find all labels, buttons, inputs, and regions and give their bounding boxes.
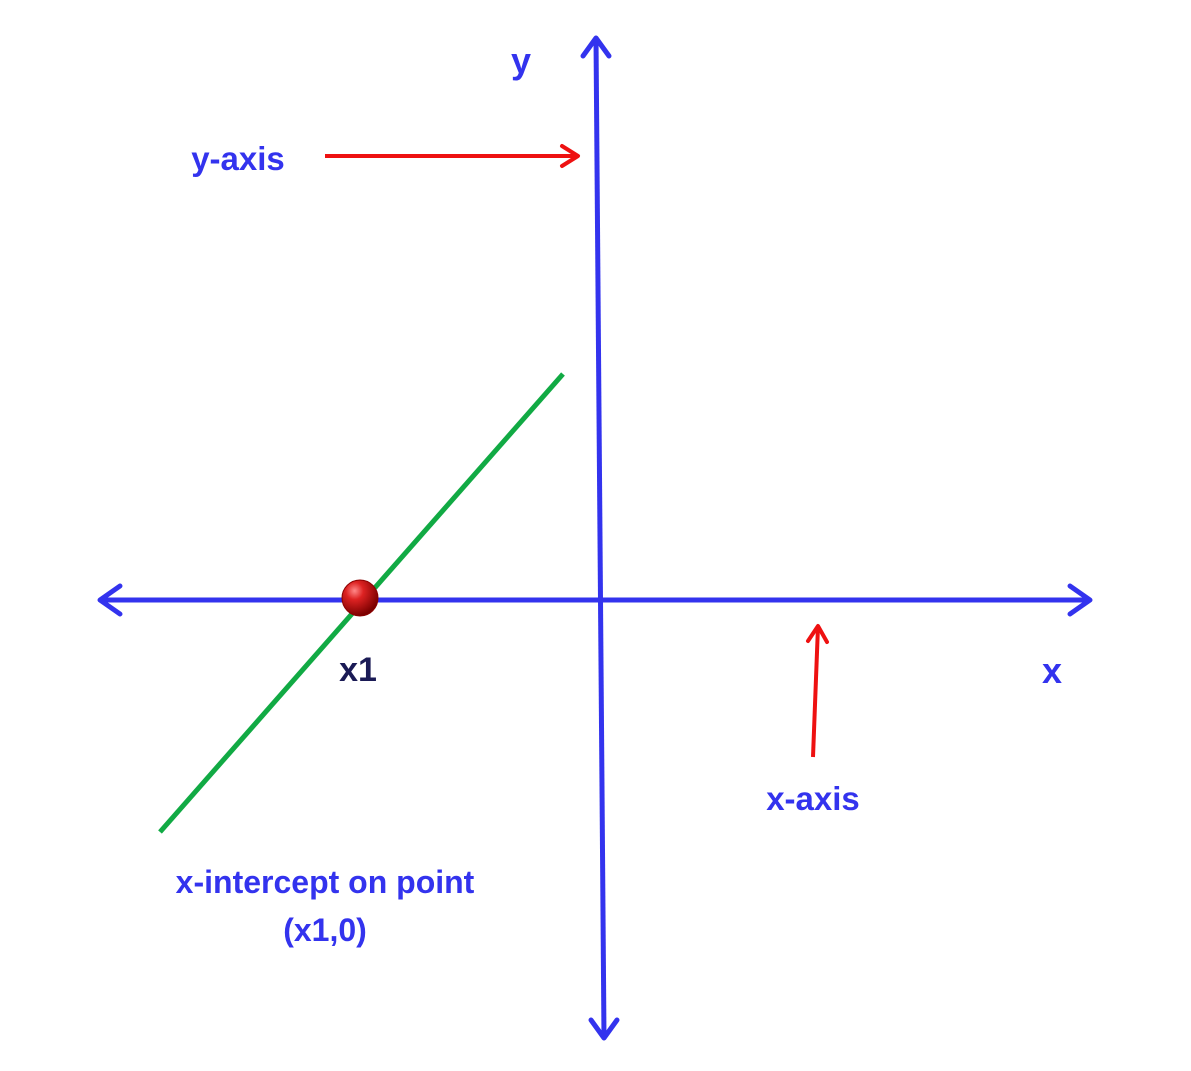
y-axis-line <box>580 35 620 1041</box>
intercept-caption-line1: x-intercept on point <box>176 864 475 900</box>
x-axis-line <box>97 583 1093 617</box>
y-axis-label: y-axis <box>191 140 285 177</box>
y-axis-bottom-arrowhead <box>588 1017 620 1041</box>
x-axis-label: x-axis <box>766 780 860 817</box>
y-axis-top-arrowhead <box>580 35 612 59</box>
x-axis-right-arrowhead <box>1067 583 1093 617</box>
x-axis-letter: x <box>1042 650 1062 691</box>
y-axis-letter: y <box>511 40 531 81</box>
x-axis-left-arrowhead <box>97 583 123 617</box>
intercept-caption-line2: (x1,0) <box>283 912 367 948</box>
x1-point-label: x1 <box>339 651 377 689</box>
x-axis-pointer-arrow <box>806 624 829 758</box>
y-axis-pointer-arrow <box>325 144 580 168</box>
x-intercept-point <box>341 579 379 617</box>
